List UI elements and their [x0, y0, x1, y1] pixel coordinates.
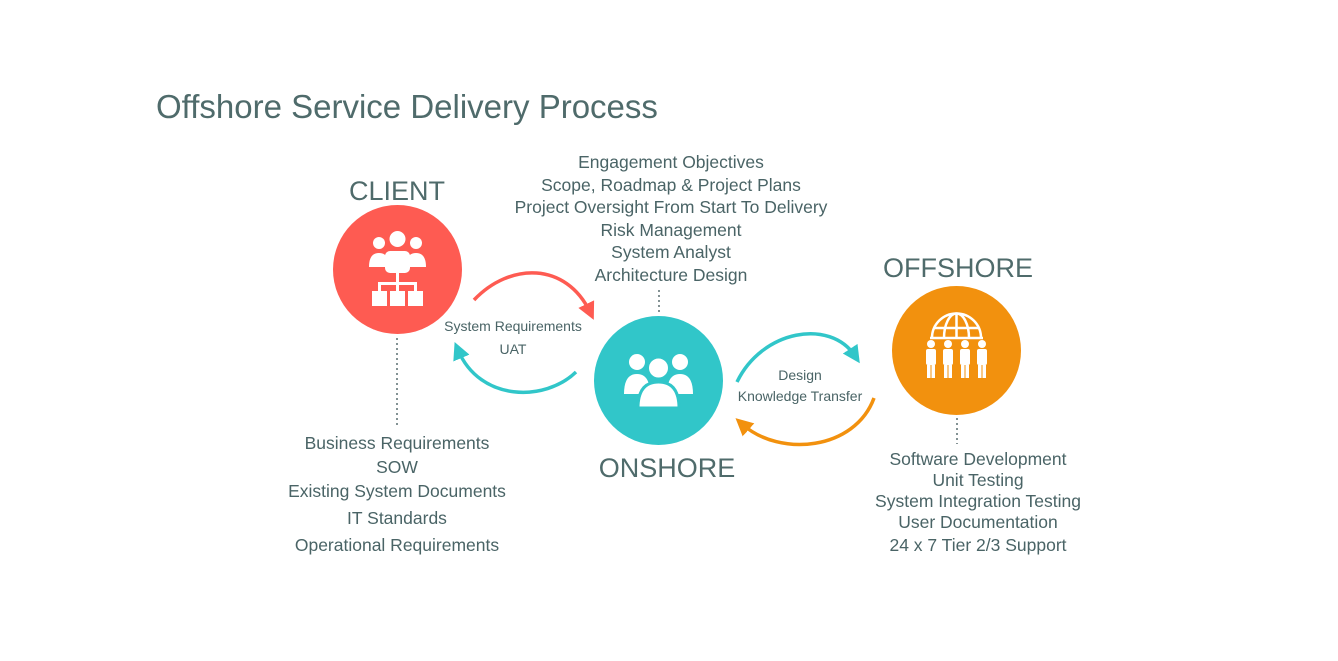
- onshore-item: Risk Management: [600, 219, 742, 240]
- arrow-onshore-to-offshore: [735, 332, 860, 383]
- client-item: IT Standards: [347, 508, 447, 528]
- group-people-icon: [624, 354, 693, 410]
- offshore-item: 24 x 7 Tier 2/3 Support: [889, 535, 1067, 555]
- offshore-item: User Documentation: [898, 512, 1058, 532]
- offshore-item: Unit Testing: [932, 470, 1024, 490]
- onshore-item: Scope, Roadmap & Project Plans: [541, 174, 801, 195]
- onshore-item: Project Oversight From Start To Delivery: [514, 197, 828, 217]
- onshore-label: ONSHORE: [598, 453, 736, 483]
- offshore-item: Software Development: [889, 449, 1067, 469]
- flow-label: System Requirements: [444, 318, 582, 334]
- offshore-circle: [892, 286, 1021, 415]
- client-item: Business Requirements: [304, 433, 490, 453]
- hierarchy-people-icon: [369, 231, 426, 306]
- globe-team-icon: [926, 312, 987, 378]
- offshore-item: System Integration Testing: [875, 491, 1081, 511]
- offshore-label: OFFSHORE: [882, 253, 1034, 283]
- onshore-items: Engagement Objectives Scope, Roadmap & P…: [515, 151, 828, 286]
- page-title: Offshore Service Delivery Process: [156, 88, 658, 125]
- onshore-item: Architecture Design: [594, 264, 748, 285]
- flow-label: UAT: [499, 341, 527, 357]
- client-item: SOW: [376, 457, 418, 477]
- client-circle: [333, 205, 462, 334]
- client-item: Existing System Documents: [288, 481, 506, 501]
- onshore-circle: [594, 316, 723, 445]
- flow-label: Design: [778, 367, 822, 383]
- offshore-items: Software Development Unit Testing System…: [875, 449, 1081, 556]
- onshore-item: Engagement Objectives: [578, 152, 764, 172]
- flow-label: Knowledge Transfer: [737, 388, 863, 404]
- arrow-offshore-to-onshore: [735, 397, 876, 447]
- client-label: CLIENT: [348, 176, 446, 206]
- flow-client-onshore-labels: System Requirements UAT: [444, 316, 582, 360]
- arrow-onshore-to-client: [453, 341, 578, 394]
- flow-onshore-offshore-labels: Design Knowledge Transfer: [738, 365, 863, 407]
- arrow-client-to-onshore: [472, 271, 595, 320]
- client-item: Operational Requirements: [294, 535, 500, 555]
- client-items: Business Requirements SOW Existing Syste…: [288, 431, 506, 557]
- onshore-item: System Analyst: [611, 242, 731, 262]
